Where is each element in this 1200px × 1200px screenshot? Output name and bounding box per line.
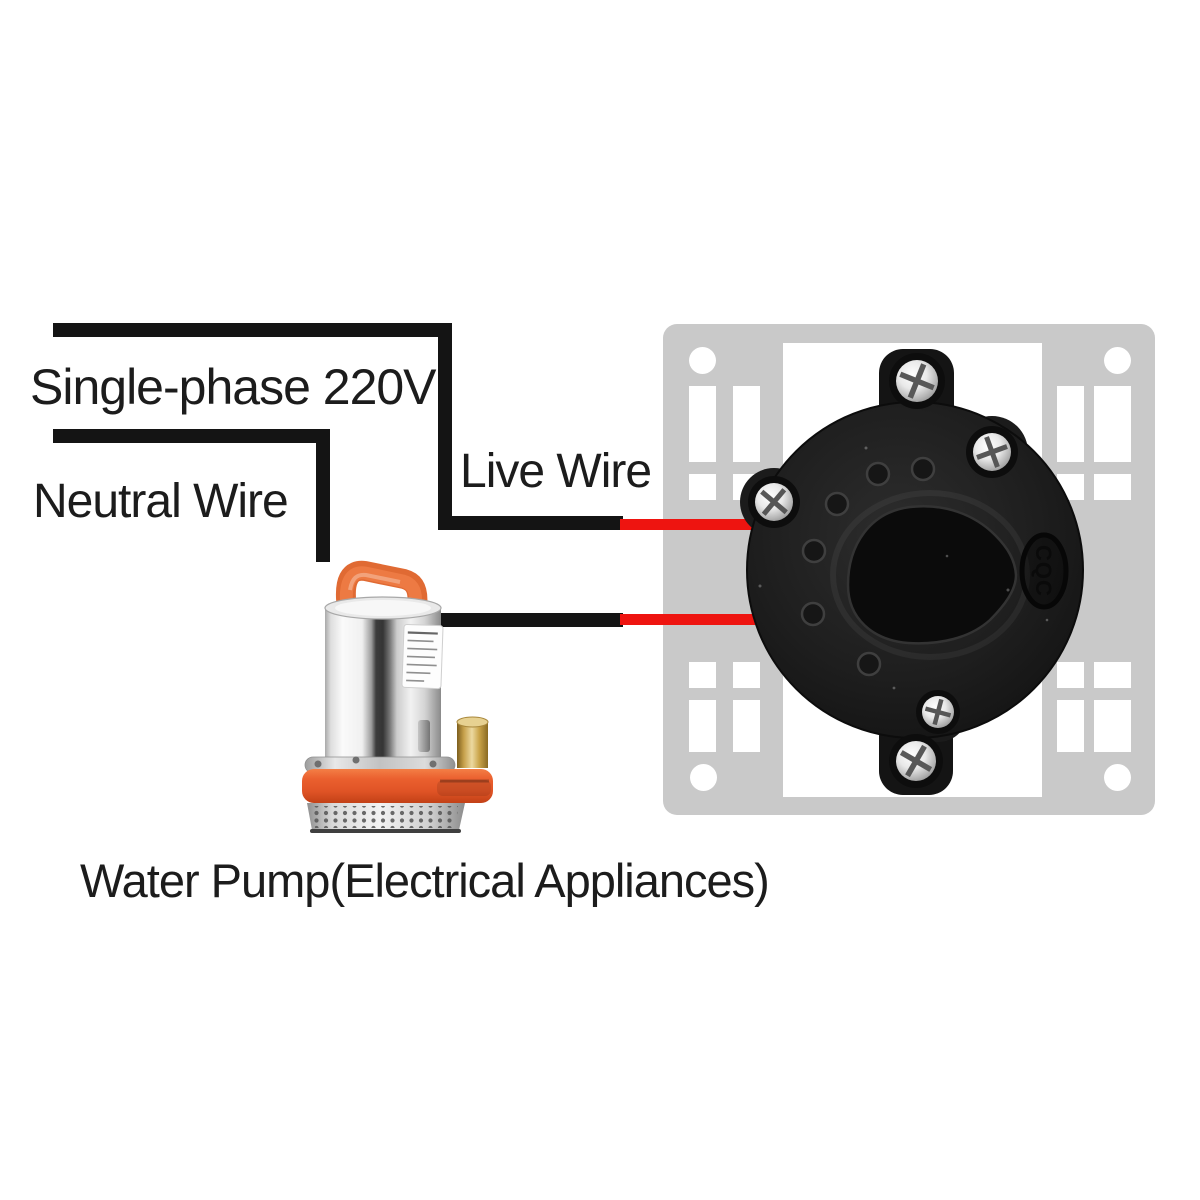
- plate-slot: [733, 386, 760, 462]
- supply-top-wire: [53, 323, 452, 337]
- caption-label: Water Pump(Electrical Appliances): [80, 854, 770, 907]
- pump-outlet: [456, 716, 489, 768]
- plate-slot: [1057, 662, 1084, 688]
- plate-slot: [1094, 662, 1131, 688]
- plate-slot: [689, 474, 716, 500]
- pump-collar: [302, 769, 493, 803]
- pump-handle: [336, 560, 428, 610]
- pump-spec-label: [401, 623, 444, 690]
- timer-nubs: [800, 456, 936, 677]
- plate-hole-top-left: [689, 347, 716, 374]
- cqc-logo: CQC: [1019, 532, 1069, 610]
- speckles: [758, 446, 1049, 690]
- screw-top-right: [966, 426, 1018, 478]
- plate-slot: [1094, 386, 1131, 462]
- plate-hole-bottom-right: [1104, 764, 1131, 791]
- plate-hole-top-right: [1104, 347, 1131, 374]
- screw-left: [748, 476, 800, 528]
- pump-rod: [418, 720, 430, 752]
- live-horizontal-wire: [438, 516, 623, 530]
- live-wire-label: Live Wire: [460, 445, 652, 498]
- plate-slot: [733, 700, 760, 752]
- neutral-top-wire: [53, 429, 330, 443]
- water-pump: [302, 560, 493, 833]
- neutral-red-wire: [620, 614, 755, 625]
- svg-text:CQC: CQC: [1031, 545, 1056, 597]
- plate-slot: [689, 662, 716, 688]
- plate-slot: [1094, 700, 1131, 752]
- plate-hole-bottom-left: [690, 764, 717, 791]
- screw-top-tab: [889, 353, 945, 409]
- neutral-vertical-wire: [316, 429, 330, 562]
- plate-slot: [1057, 386, 1084, 462]
- plate-slot: [1094, 474, 1131, 500]
- plate-slot: [733, 662, 760, 688]
- timer-knob: [846, 505, 1018, 645]
- plate-slot: [689, 700, 716, 752]
- neutral-wire-label: Neutral Wire: [33, 475, 289, 528]
- live-red-wire: [620, 519, 755, 530]
- timer-knob-ring: [830, 490, 1030, 660]
- pump-neutral-wire: [437, 613, 623, 627]
- supply-label: Single-phase 220V: [30, 359, 437, 415]
- timer-device: CQC: [740, 349, 1084, 795]
- live-vertical-wire: [438, 323, 452, 530]
- screw-bottom-tab: [889, 734, 943, 788]
- plate-slot: [1057, 700, 1084, 752]
- pump-strainer: [307, 803, 465, 833]
- plate-slot: [689, 386, 716, 462]
- screw-bottom-mid: [916, 690, 960, 734]
